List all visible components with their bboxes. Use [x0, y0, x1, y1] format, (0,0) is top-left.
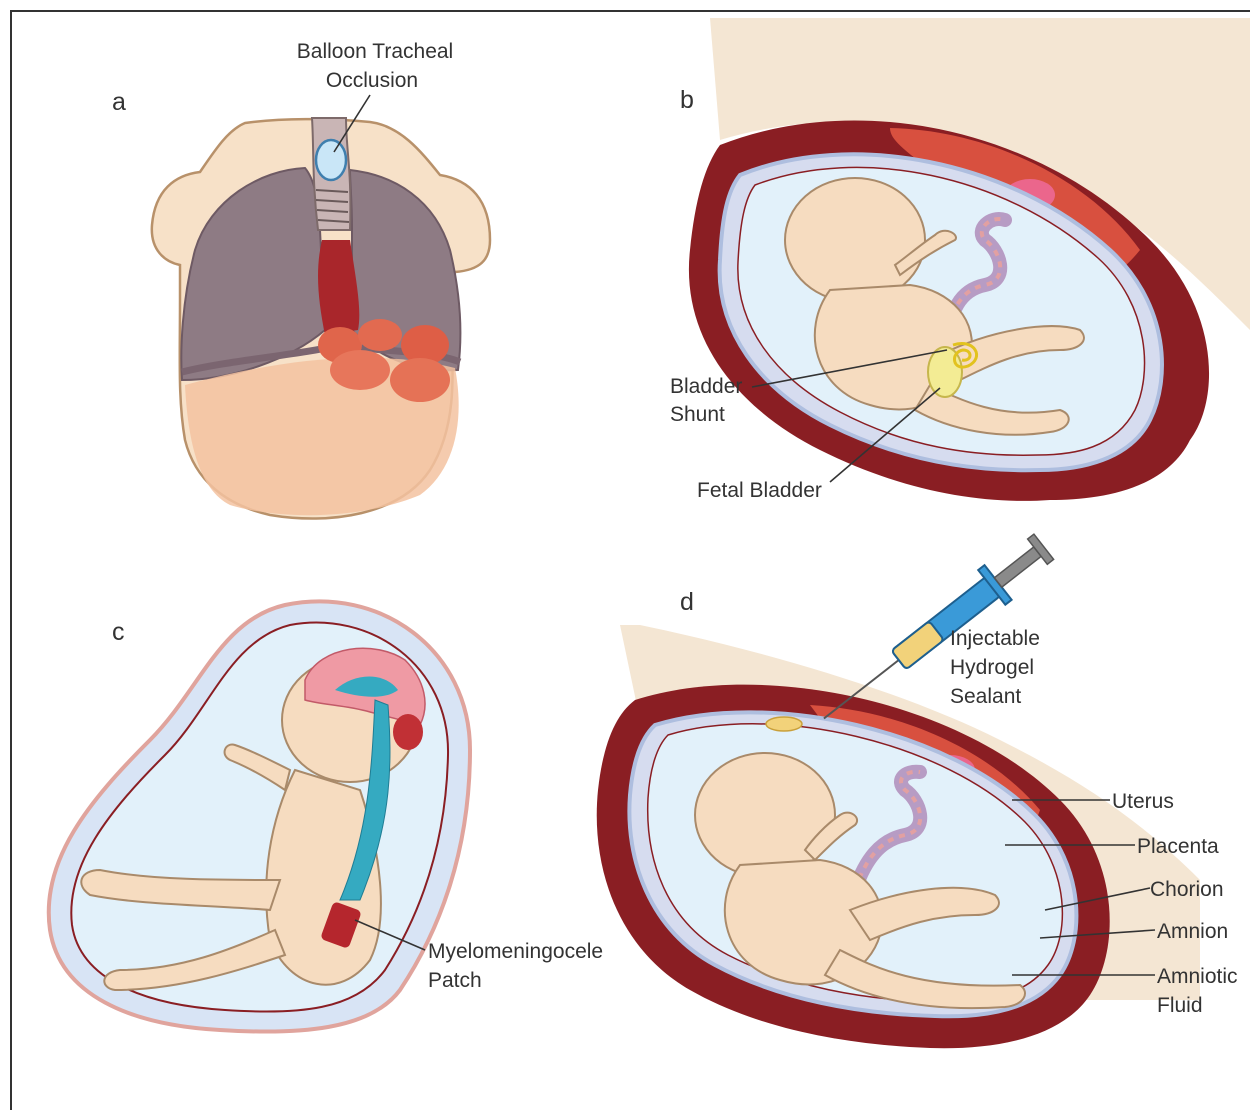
shunt-label-line1: Bladder	[670, 375, 742, 398]
chorion-label: Chorion	[1150, 878, 1224, 901]
hydrogel-sealant-patch	[766, 717, 802, 731]
syringe-hydrogel	[891, 621, 944, 669]
infant-torso	[152, 118, 490, 519]
sealant-label-line3: Sealant	[950, 685, 1021, 708]
panel-c-letter: c	[112, 618, 125, 646]
bladder-label: Fetal Bladder	[697, 479, 822, 502]
tracheal-balloon	[316, 140, 346, 180]
panel-b-letter: b	[680, 86, 694, 114]
panel-d-letter: d	[680, 588, 694, 616]
patch-label-line2: Patch	[428, 969, 482, 992]
balloon-label-line2: Occlusion	[326, 69, 418, 92]
shunt-label-line2: Shunt	[670, 403, 725, 426]
fluid-label-line2: Fluid	[1157, 994, 1203, 1017]
panel-c: c Myelomeningocele Patch	[49, 601, 603, 1031]
cerebellum	[393, 714, 423, 750]
placenta-label: Placenta	[1137, 835, 1219, 858]
sealant-label-line1: Injectable	[950, 627, 1040, 650]
syringe-plunger	[994, 547, 1041, 587]
panel-a-letter: a	[112, 88, 126, 116]
balloon-label-line1: Balloon Tracheal	[297, 40, 453, 63]
panel-b: b Bladder Shunt Fetal Bladder	[670, 18, 1250, 502]
uterus-label: Uterus	[1112, 790, 1174, 813]
panel-d: d Injectable Hydrogel Sealant Uterus Pla…	[597, 529, 1238, 1048]
panel-a: a Balloon Tracheal Occlusion	[112, 40, 490, 519]
fluid-label-line1: Amniotic	[1157, 965, 1238, 988]
patch-label-line1: Myelomeningocele	[428, 940, 603, 963]
amnion-label: Amnion	[1157, 920, 1228, 943]
sealant-label-line2: Hydrogel	[950, 656, 1034, 679]
